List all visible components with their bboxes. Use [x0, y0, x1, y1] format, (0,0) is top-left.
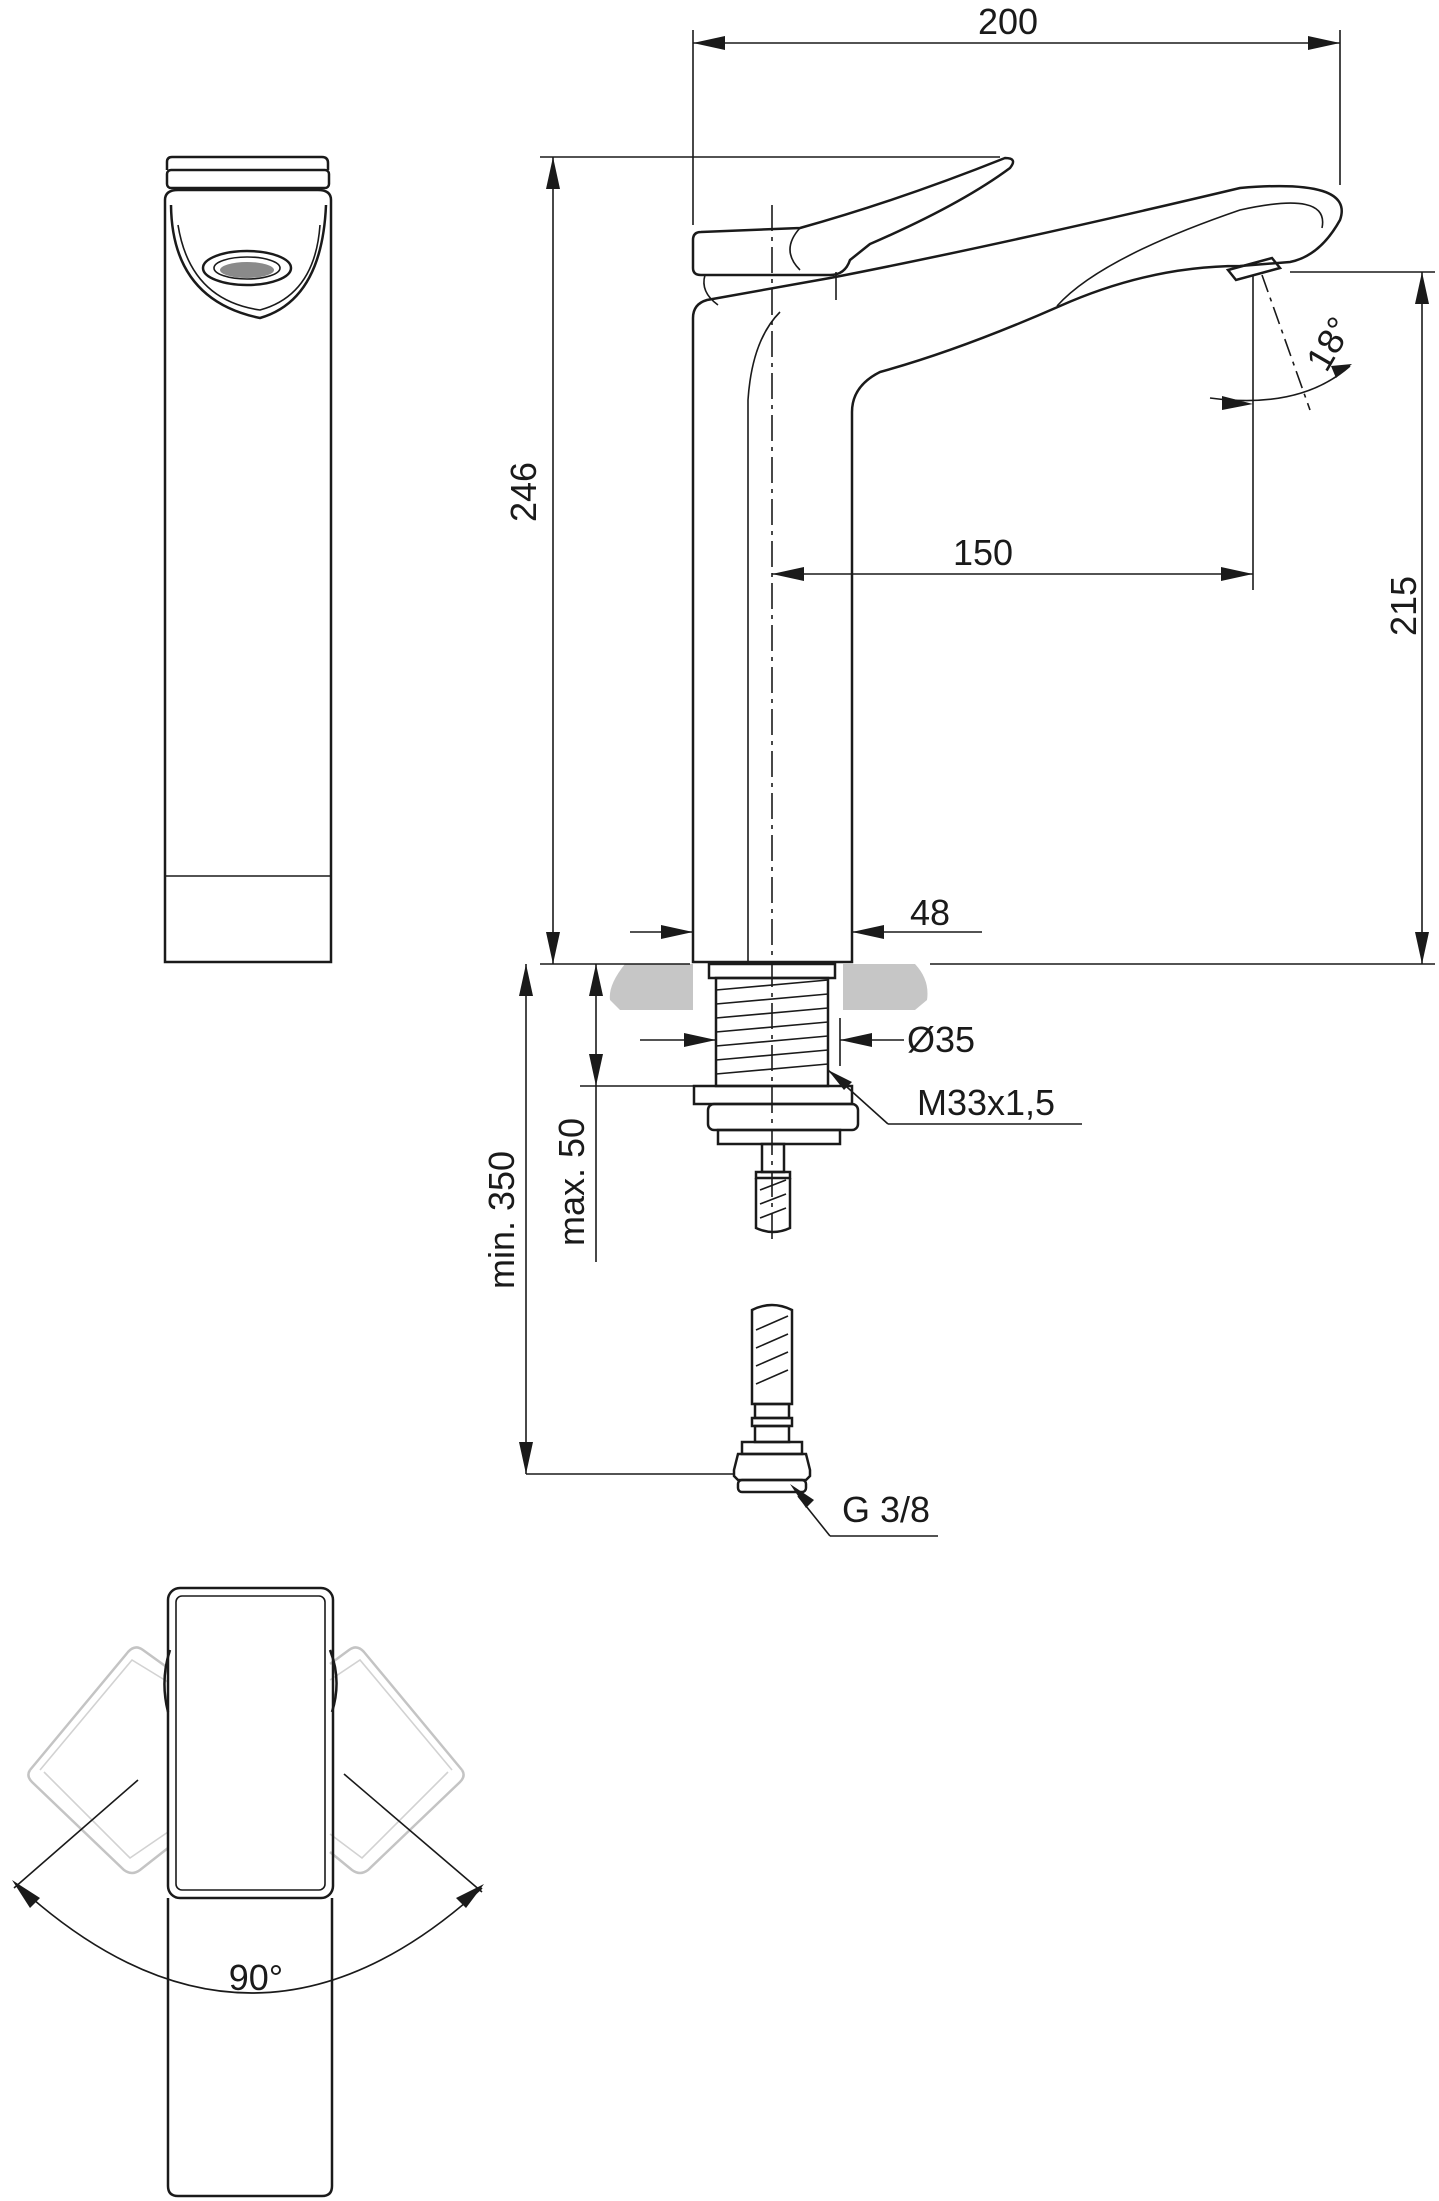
dim-diameter-35: Ø35 — [640, 1018, 975, 1066]
lever-top-view — [166, 1586, 335, 1900]
dim-label-150: 150 — [953, 532, 1013, 573]
ghost-lever-right — [329, 1646, 465, 1875]
dim-connection: G 3/8 — [790, 1484, 938, 1537]
dim-48: 48 — [630, 892, 982, 939]
dim-90-degree: 90° — [12, 1773, 484, 1998]
top-view: 90° — [12, 1586, 484, 2198]
dim-label-18-degree: 18° — [1298, 310, 1361, 378]
countertop — [609, 964, 693, 1010]
dim-200: 200 — [692, 1, 1341, 225]
dim-min-350: min. 350 — [481, 964, 734, 1475]
dim-18-degree: 18° — [1209, 274, 1361, 411]
dim-label-215: 215 — [1383, 576, 1424, 636]
dim-label-connection: G 3/8 — [842, 1489, 930, 1530]
dim-215: 215 — [930, 271, 1435, 965]
dim-label-200: 200 — [978, 1, 1038, 42]
dim-label-90-degree: 90° — [229, 1957, 283, 1998]
dim-label-diameter-35: Ø35 — [907, 1019, 975, 1060]
dim-246: 246 — [503, 156, 1000, 965]
dim-label-246: 246 — [503, 462, 544, 522]
front-view — [163, 155, 333, 964]
dim-label-max-50: max. 50 — [551, 1118, 592, 1246]
side-view: 200 246 215 150 — [481, 1, 1435, 1537]
dim-label-48: 48 — [910, 892, 950, 933]
ghost-lever-left — [27, 1646, 169, 1875]
dim-label-thread: M33x1,5 — [917, 1082, 1055, 1123]
dim-thread: M33x1,5 — [827, 1069, 1082, 1125]
dim-label-min-350: min. 350 — [481, 1151, 522, 1289]
dim-150: 150 — [772, 276, 1254, 590]
dim-max-50: max. 50 — [551, 964, 716, 1262]
